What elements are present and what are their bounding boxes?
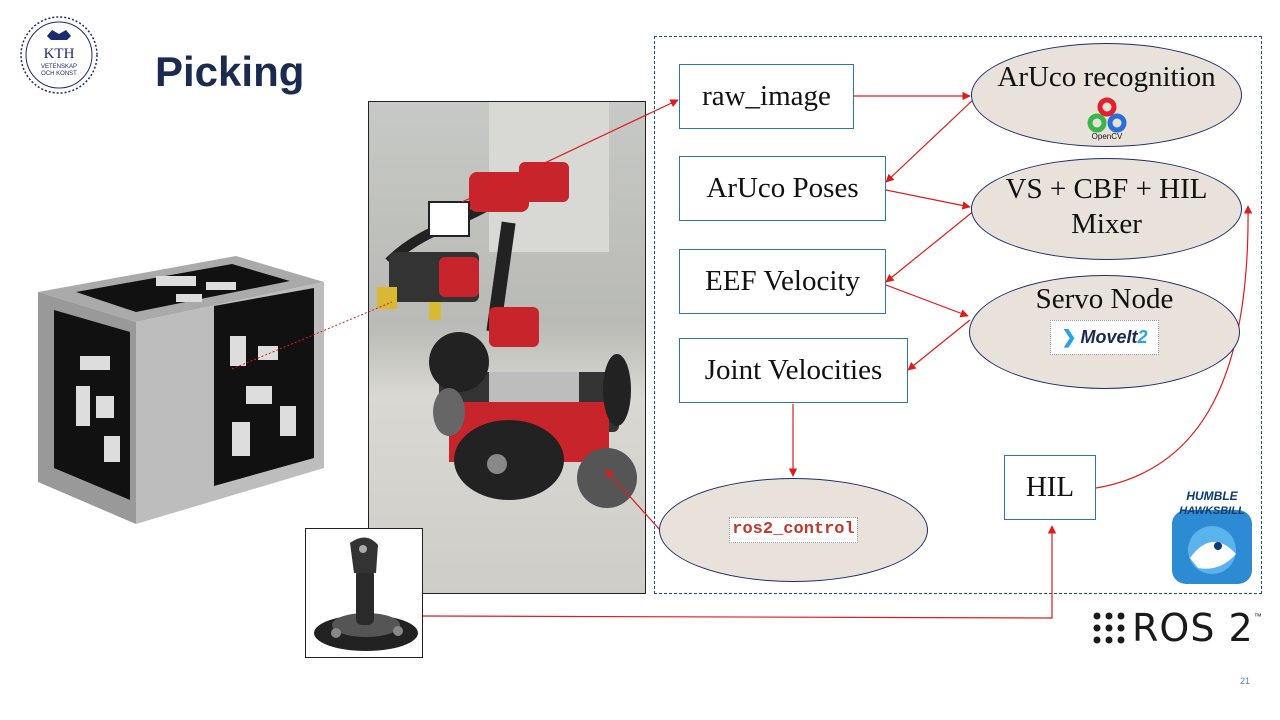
moveit-logo-text: MoveIt <box>1080 326 1138 347</box>
node-joint-velocities: Joint Velocities <box>679 338 908 403</box>
moveit-logo-suffix: 2 <box>1137 326 1148 347</box>
node-mixer-label-line2: Mixer <box>1071 207 1142 240</box>
ros2-logo-text: ROS 2 <box>1132 606 1254 650</box>
node-aruco-poses: ArUco Poses <box>679 156 886 221</box>
robot-illustration <box>377 102 637 508</box>
node-joint-velocities-label: Joint Velocities <box>704 354 883 386</box>
node-raw-image: raw_image <box>679 64 854 129</box>
kth-logo-sub-text-1: VETENSKAP <box>41 64 77 70</box>
humble-logo-text-2: HAWKSBILL <box>1179 505 1245 517</box>
marker-cell <box>80 356 110 370</box>
node-eef-velocity-label: EEF Velocity <box>705 265 860 297</box>
humble-hawksbill-logo: HUMBLE HAWKSBILL <box>1172 489 1252 584</box>
slide-title: Picking <box>155 48 305 95</box>
kth-logo: KTH VETENSKAP OCH KONST <box>20 16 98 94</box>
node-raw-image-label: raw_image <box>702 80 831 112</box>
aruco-cube-image <box>38 256 324 524</box>
ros2-logo: ROS 2 ™ <box>1092 606 1262 650</box>
node-ros2-control-label: ros2_control <box>729 516 858 544</box>
node-ros2-control: ros2_control <box>659 478 928 582</box>
node-aruco-poses-label: ArUco Poses <box>706 172 859 204</box>
kth-logo-sub-text-2: OCH KONST <box>41 71 77 77</box>
joystick-illustration <box>314 537 418 651</box>
node-hil: HIL <box>1004 455 1096 520</box>
ros2-trademark: ™ <box>1253 612 1262 621</box>
node-aruco-recognition: ArUco recognition OpenCV <box>971 43 1242 147</box>
page-number: 21 <box>1240 676 1251 686</box>
kth-logo-main-text: KTH <box>44 46 75 62</box>
ros2-dots-icon <box>1093 612 1125 644</box>
joystick-photo <box>305 528 423 658</box>
opencv-logo-text: OpenCV <box>1091 132 1122 141</box>
node-mixer: VS + CBF + HIL Mixer <box>971 158 1242 260</box>
node-eef-velocity: EEF Velocity <box>679 249 886 314</box>
robot-photo <box>368 101 646 594</box>
node-mixer-label-line1: VS + CBF + HIL <box>1005 173 1208 205</box>
node-servo-node-label: Servo Node <box>1035 283 1174 315</box>
opencv-logo: OpenCV <box>1087 97 1126 141</box>
node-hil-label: HIL <box>1025 471 1075 503</box>
node-aruco-recognition-label: ArUco recognition <box>997 61 1216 93</box>
moveit-chevron-icon: ❯ <box>1061 326 1077 347</box>
humble-logo-text-1: HUMBLE <box>1186 489 1238 503</box>
